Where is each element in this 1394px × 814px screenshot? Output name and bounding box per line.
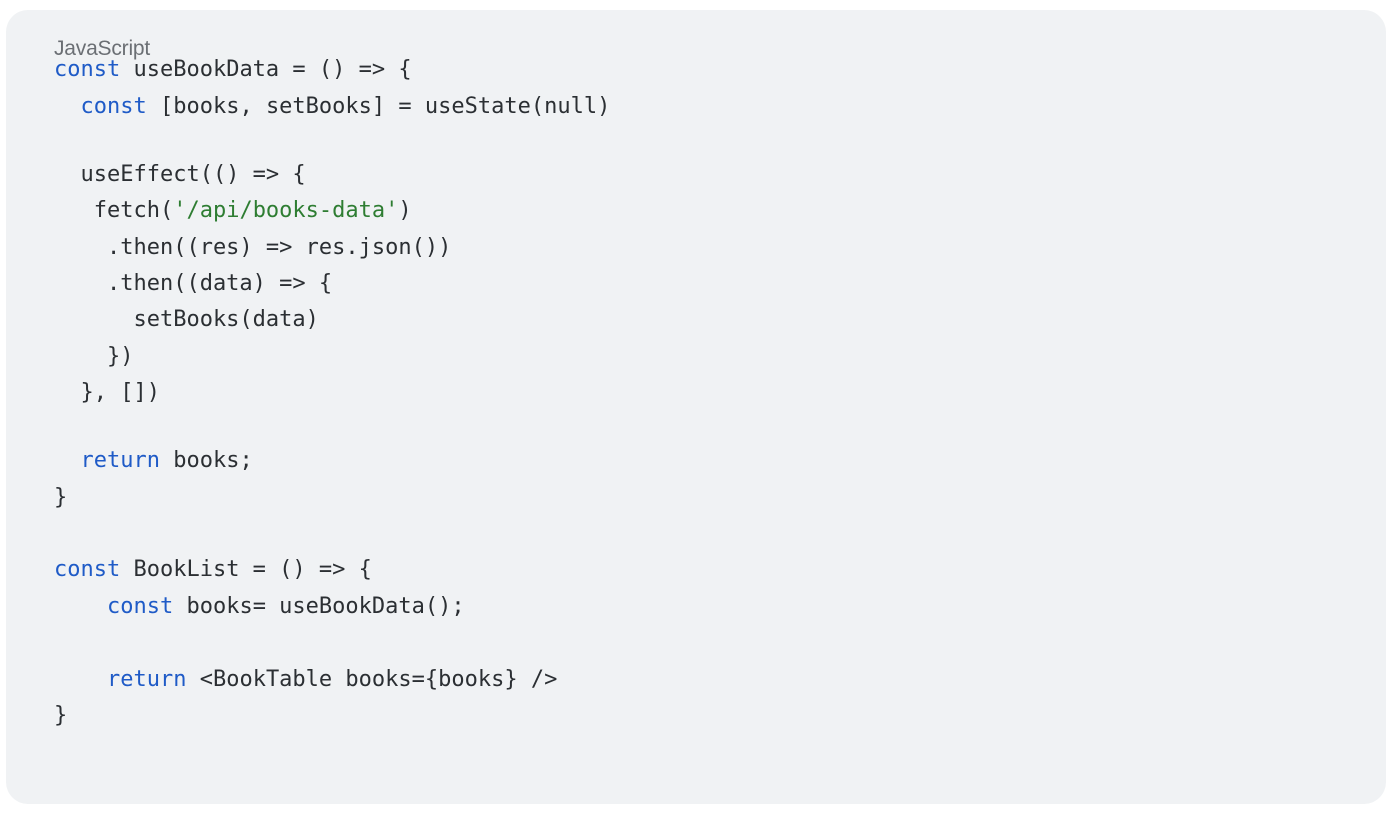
- code-token: }): [54, 344, 134, 369]
- code-block: JavaScript const useBookData = () => { c…: [6, 10, 1386, 804]
- code-token: [54, 594, 107, 619]
- code-token: setBooks(data): [54, 307, 319, 332]
- code-line: .then((data) => {: [54, 266, 332, 302]
- code-line: }: [54, 698, 67, 734]
- code-token: ): [398, 198, 412, 223]
- keyword-token: return: [106, 667, 187, 692]
- code-token: fetch(: [54, 198, 174, 223]
- code-line: fetch('/api/books-data'): [54, 193, 412, 229]
- code-token: [54, 94, 81, 119]
- code-line: const BookList = () => {: [54, 552, 372, 588]
- keyword-token: const: [54, 557, 121, 582]
- code-line: .then((res) => res.json()): [54, 230, 451, 266]
- code-line: }, []): [54, 375, 160, 411]
- code-token: .then((res) => res.json()): [54, 235, 452, 260]
- code-line: return books;: [54, 443, 253, 479]
- code-line: }): [54, 339, 134, 375]
- code-token: [54, 667, 107, 692]
- code-token: [54, 448, 81, 473]
- keyword-token: const: [106, 594, 174, 619]
- code-token: }: [54, 485, 68, 510]
- string-token: '/api/books-data': [173, 198, 399, 223]
- code-token: .then((data) => {: [54, 271, 333, 296]
- code-line: setBooks(data): [54, 302, 319, 338]
- code-token: books= useBookData();: [173, 594, 465, 619]
- language-label: JavaScript: [54, 37, 151, 60]
- code-line: const books= useBookData();: [54, 589, 465, 625]
- code-line: useEffect(() => {: [54, 157, 306, 193]
- code-token: BookList = () => {: [120, 557, 372, 582]
- code-line: const [books, setBooks] = useState(null): [54, 89, 611, 125]
- code-token: books;: [159, 448, 253, 473]
- code-token: [books, setBooks] = useState(null): [146, 94, 611, 119]
- keyword-token: const: [80, 94, 147, 119]
- code-line: const useBookData = () => {: [54, 52, 412, 88]
- code-token: useEffect(() => {: [54, 162, 306, 187]
- code-line: }: [54, 480, 67, 516]
- keyword-token: const: [54, 57, 121, 82]
- code-token: useBookData = () => {: [120, 57, 412, 82]
- code-line: return <BookTable books={books} />: [54, 662, 557, 698]
- code-token: }: [54, 703, 68, 728]
- keyword-token: return: [80, 448, 160, 473]
- code-token: }, []): [54, 380, 160, 405]
- code-token: <BookTable books={books} />: [186, 667, 558, 692]
